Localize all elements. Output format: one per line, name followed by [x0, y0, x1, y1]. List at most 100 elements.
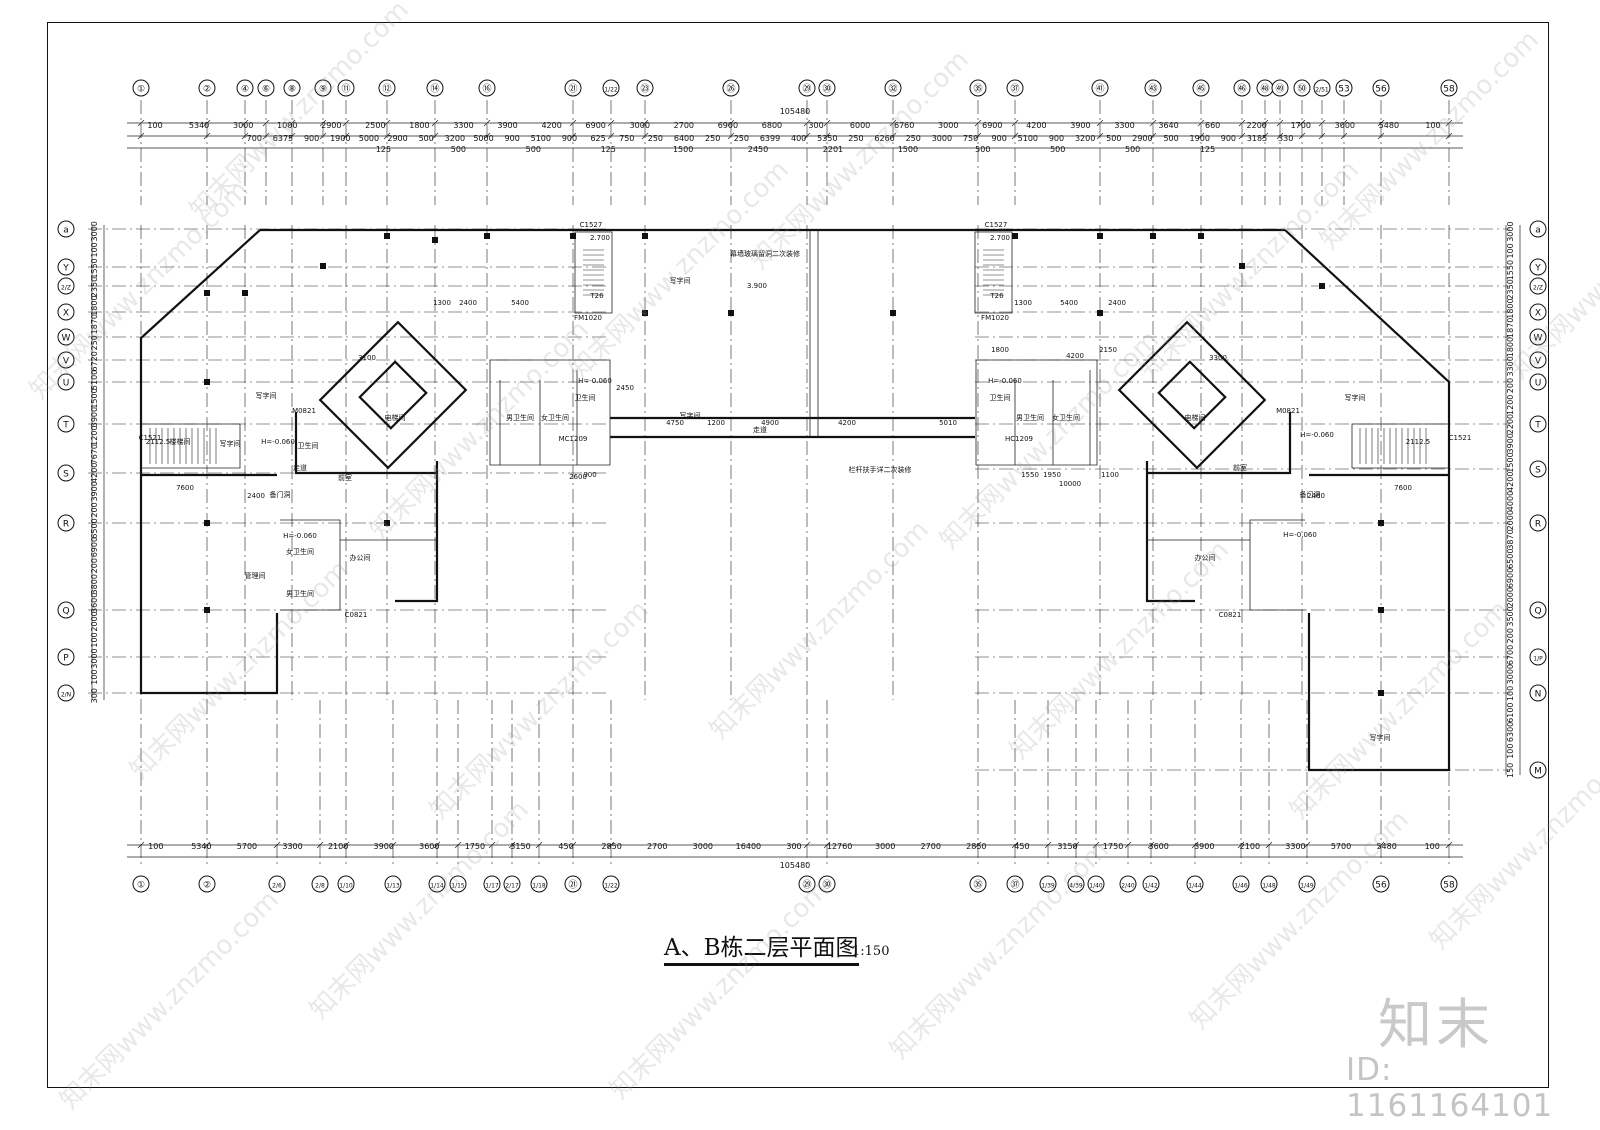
axis-bubble: ①	[132, 875, 150, 893]
axis-bubble: ㊾	[1271, 79, 1289, 97]
dimension-text: 1900	[330, 134, 350, 143]
dimension-text: 125	[601, 145, 616, 154]
axis-label: ㉑	[568, 84, 577, 95]
axis-bubble: R	[1529, 514, 1547, 532]
dimension-tick	[316, 841, 324, 849]
axis-circle	[428, 875, 446, 893]
dimension-text: 4200	[90, 463, 99, 483]
dimension-text: 3900	[374, 842, 394, 851]
dimension-text: 250	[734, 134, 749, 143]
dimension-tick	[137, 132, 145, 140]
drawing-title: A、B栋二层平面图	[664, 934, 859, 966]
axis-circle	[798, 875, 816, 893]
dimension-tick	[483, 132, 491, 140]
axis-circle	[57, 601, 75, 619]
dimension-text: 4200	[1506, 472, 1515, 492]
dimension-text: 1800	[1506, 337, 1515, 357]
column	[204, 520, 210, 526]
axis-bubble: ㊸	[1144, 79, 1162, 97]
axis-bubble: 56	[1372, 79, 1390, 97]
axis-circle	[798, 79, 816, 97]
dimension-text: 2000	[1506, 587, 1515, 607]
dimension-text: 3900	[1194, 842, 1214, 851]
dimension-text: 125	[1200, 145, 1215, 154]
dimension-tick	[273, 841, 281, 849]
partition	[280, 519, 341, 611]
dimension-tick	[727, 132, 735, 140]
column	[728, 310, 734, 316]
axis-label: ㉚	[822, 880, 831, 891]
elevation-label: H=-0.060	[578, 377, 612, 385]
column	[484, 233, 490, 239]
dimension-text: 500	[975, 145, 990, 154]
dimension-text: 2000	[1506, 510, 1515, 530]
room-label: 办公间	[1195, 553, 1216, 562]
dimension-tick	[241, 119, 249, 127]
axis-circle	[337, 79, 355, 97]
dimension-text: 500	[1125, 145, 1140, 154]
dimension-text: 5340	[189, 121, 209, 130]
dimension-callout: 5400	[511, 299, 529, 307]
dimension-tick	[803, 841, 811, 849]
dimension-text: 1550	[1506, 260, 1515, 280]
dimension-callout: 2400	[1307, 492, 1325, 500]
room-label: 男卫生间	[286, 589, 314, 598]
axis-bubble: 1/15	[449, 875, 467, 893]
axis-bubble: ㊲	[1006, 79, 1024, 97]
axis-circle	[564, 79, 582, 97]
dimension-callout: 4200	[838, 419, 856, 427]
axis-circle	[1260, 875, 1278, 893]
axis-bubble: ㉜	[884, 79, 902, 97]
dimension-text: 500	[1163, 134, 1178, 143]
axis-circle	[1529, 373, 1547, 391]
dimension-tick	[607, 132, 615, 140]
axis-label: ㊲	[1010, 84, 1019, 95]
dimension-text: 900	[992, 134, 1007, 143]
axis-circle	[602, 875, 620, 893]
axis-bubble: Y	[1529, 258, 1547, 276]
axis-circle	[283, 79, 301, 97]
dimension-tick	[1298, 119, 1306, 127]
axis-label: S	[1535, 466, 1541, 476]
axis-bubble: ②	[198, 875, 216, 893]
dimension-callout: 1550	[1021, 471, 1039, 479]
dimension-text: 2000	[90, 611, 99, 631]
axis-bubble: 1/13	[384, 875, 402, 893]
dimension-tick	[1149, 132, 1157, 140]
axis-bubble: 1/14	[428, 875, 446, 893]
dimension-text: 1800	[409, 121, 429, 130]
axis-label: U	[63, 379, 70, 389]
axis-label: ①	[137, 85, 145, 95]
dimension-callout: 5010	[939, 419, 957, 427]
door-window-tag: C0821	[1219, 611, 1242, 619]
dimension-text: 16400	[736, 842, 761, 851]
axis-label: 1/13	[386, 883, 400, 890]
axis-circle	[1006, 79, 1024, 97]
dimension-text: 3000	[875, 842, 895, 851]
axis-circle	[1298, 875, 1316, 893]
dimension-text: 250	[90, 335, 99, 350]
dimension-text: 1500	[898, 145, 918, 154]
dimension-text: 6900	[586, 121, 606, 130]
dimension-tick	[389, 841, 397, 849]
column	[890, 310, 896, 316]
door-window-tag: MC1209	[559, 435, 588, 443]
dimension-text: 7670	[90, 444, 99, 464]
axis-label: ㉜	[888, 84, 897, 95]
dimension-tick	[803, 132, 811, 140]
axis-bubble: a	[57, 220, 75, 238]
room-label: 写字间	[670, 276, 691, 285]
axis-bubble: W	[1529, 328, 1547, 346]
room-label: 走道	[753, 425, 767, 434]
axis-bubble: ㊿	[1293, 79, 1311, 97]
axis-circle	[57, 464, 75, 482]
axis-bubble: S	[57, 464, 75, 482]
axis-label: T	[62, 421, 69, 431]
door-window-tag: C1527	[985, 221, 1008, 229]
elevation-label: 2.700	[590, 234, 610, 242]
axis-circle	[1232, 875, 1250, 893]
room-label: 走道	[293, 463, 307, 472]
dimension-tick	[203, 132, 211, 140]
dimension-tick	[288, 119, 296, 127]
